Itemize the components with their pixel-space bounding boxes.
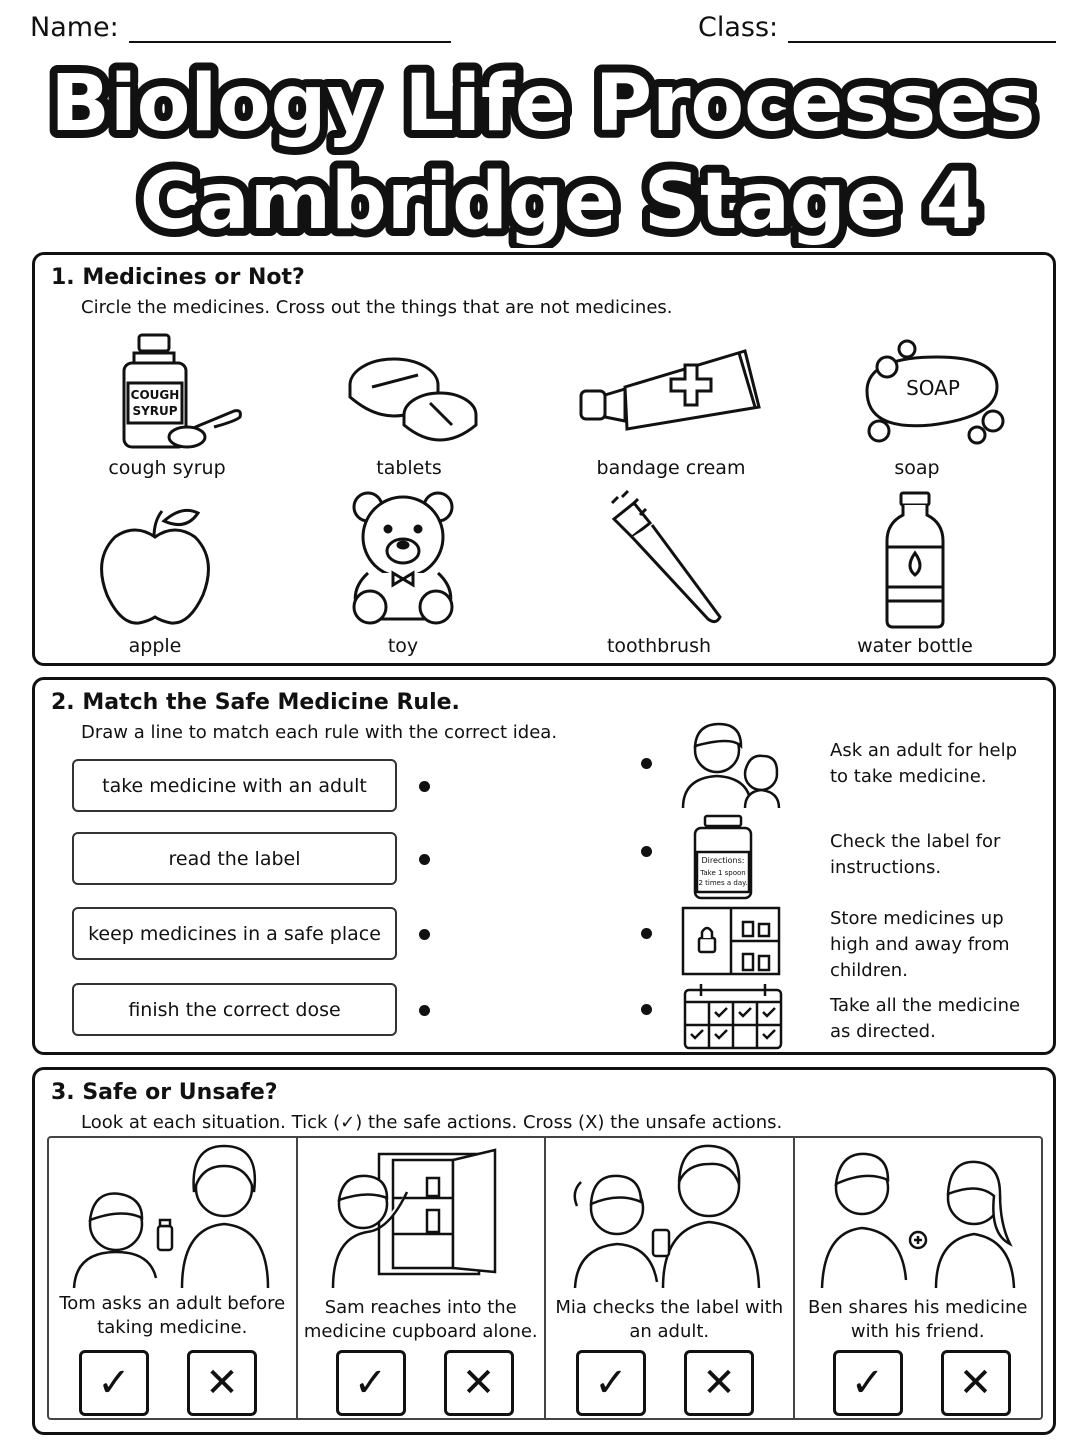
soap-icon: SOAP [865, 339, 1005, 445]
child-reaches-cupboard-icon [331, 1148, 496, 1289]
cream-tube-icon [579, 349, 761, 431]
worksheet-header: Name: Class: [30, 8, 1057, 48]
safe-tick-box[interactable]: ✓ [79, 1350, 149, 1416]
situations-grid: Tom asks an adult before taking medicine… [47, 1136, 1043, 1420]
class-label: Class: [698, 12, 779, 43]
name-input-line[interactable] [128, 13, 451, 43]
item-tablets[interactable]: tablets [299, 331, 519, 479]
item-label: toothbrush [606, 635, 712, 657]
safe-tick-box[interactable]: ✓ [832, 1350, 903, 1416]
label-times: 2 times a day. [699, 879, 748, 887]
idea-text: Check the label for instructions. [830, 831, 1001, 878]
section2-instruction: Draw a line to match each rule with the … [81, 722, 558, 743]
idea-text: Store medicines up high and away from ch… [830, 908, 1010, 981]
situation-cell: Ben shares his medicine with his friend.… [795, 1138, 1042, 1418]
situation-caption: Sam reaches into the medicine cupboard a… [303, 1297, 538, 1342]
name-field: Name: [30, 12, 451, 43]
section3-title: 3. Safe or Unsafe? [51, 1080, 278, 1105]
syrup-label-2: SYRUP [132, 404, 177, 418]
item-water-bottle[interactable]: water bottle [805, 489, 1025, 657]
name-label: Name: [30, 12, 119, 43]
toothbrush-icon [610, 489, 722, 624]
child-shares-medicine-icon [820, 1152, 1015, 1289]
idea-text: Take all the medicine as directed. [830, 995, 1021, 1042]
locked-cabinet-icon [681, 906, 781, 976]
water-bottle-icon [885, 491, 945, 629]
item-apple[interactable]: apple [45, 499, 265, 657]
title-line1-outline: Biology Life Processes [51, 59, 1036, 149]
item-label: water bottle [857, 635, 973, 657]
section1-instruction: Circle the medicines. Cross out the thin… [81, 297, 673, 318]
section2-title: 2. Match the Safe Medicine Rule. [51, 690, 460, 715]
rule-box: take medicine with an adult [72, 759, 397, 812]
rule-match-dot[interactable] [419, 854, 430, 865]
item-toothbrush[interactable]: toothbrush [549, 489, 769, 657]
rule-box: keep medicines in a safe place [72, 907, 397, 960]
item-bandage-cream[interactable]: bandage cream [561, 331, 781, 479]
situation-cell: Tom asks an adult before taking medicine… [49, 1138, 298, 1418]
worksheet-title: Biology Life Processes Biology Life Proc… [0, 48, 1086, 255]
title-bubble-text: Biology Life Processes Biology Life Proc… [43, 51, 1044, 255]
rule-match-dot[interactable] [419, 1005, 430, 1016]
child-asks-adult-icon [72, 1144, 270, 1289]
rule-match-dot[interactable] [419, 929, 430, 940]
item-label: cough syrup [108, 457, 226, 479]
title-line2-outline: Cambridge Stage 4 [140, 157, 980, 247]
item-cough-syrup[interactable]: COUGH SYRUP cough syrup [57, 331, 277, 479]
syrup-label-1: COUGH [131, 388, 180, 402]
child-checks-label-icon [573, 1144, 761, 1289]
situation-cell: Mia checks the label with an adult. ✓ ✕ [546, 1138, 795, 1418]
soap-label: SOAP [906, 376, 960, 400]
item-toy[interactable]: toy [293, 489, 513, 657]
class-field: Class: [698, 12, 1057, 43]
rule-box: read the label [72, 832, 397, 885]
idea-match-dot[interactable] [641, 846, 652, 857]
situation-caption: Ben shares his medicine with his friend. [808, 1297, 1028, 1342]
class-input-line[interactable] [788, 13, 1057, 43]
unsafe-cross-box[interactable]: ✕ [940, 1350, 1011, 1416]
calendar-icon [683, 984, 783, 1050]
tablets-icon [348, 357, 478, 442]
label-directions: Directions: [701, 856, 744, 865]
unsafe-cross-box[interactable]: ✕ [684, 1350, 754, 1416]
label-take: Take 1 spoon [699, 869, 746, 877]
teddy-bear-icon [352, 491, 454, 625]
idea-match-dot[interactable] [641, 758, 652, 769]
cough-syrup-icon: COUGH SYRUP [122, 333, 242, 449]
section-safe-or-unsafe: 3. Safe or Unsafe? Look at each situatio… [32, 1067, 1056, 1435]
section-match-safe-medicine: 2. Match the Safe Medicine Rule. Draw a … [32, 677, 1056, 1055]
medicine-label-icon: Directions: Take 1 spoon 2 times a day. [693, 814, 753, 900]
item-label: bandage cream [596, 457, 746, 479]
item-soap[interactable]: SOAP soap [807, 331, 1027, 479]
title-line1: Biology Life Processes [51, 59, 1036, 149]
safe-tick-box[interactable]: ✓ [335, 1350, 406, 1416]
title-line2: Cambridge Stage 4 [140, 157, 980, 247]
item-label: tablets [376, 457, 442, 479]
unsafe-cross-box[interactable]: ✕ [187, 1350, 257, 1416]
item-label: toy [387, 635, 419, 657]
situation-cell: Sam reaches into the medicine cupboard a… [298, 1138, 546, 1418]
idea-match-dot[interactable] [641, 1004, 652, 1015]
section3-instruction: Look at each situation. Tick (✓) the saf… [81, 1112, 783, 1133]
section1-title: 1. Medicines or Not? [51, 265, 305, 290]
apple-icon [100, 508, 210, 625]
rule-box: finish the correct dose [72, 983, 397, 1036]
safe-tick-box[interactable]: ✓ [576, 1350, 646, 1416]
idea-match-dot[interactable] [641, 928, 652, 939]
item-label: soap [894, 457, 940, 479]
unsafe-cross-box[interactable]: ✕ [443, 1350, 514, 1416]
rule-match-dot[interactable] [419, 781, 430, 792]
situation-caption: Mia checks the label with an adult. [555, 1297, 784, 1342]
item-label: apple [128, 635, 182, 657]
section-medicines-or-not: 1. Medicines or Not? Circle the medicine… [32, 252, 1056, 666]
adult-child-icon [681, 722, 781, 809]
situation-caption: Tom asks an adult before taking medicine… [59, 1293, 286, 1338]
idea-text: Ask an adult for help to take medicine. [830, 740, 1018, 787]
